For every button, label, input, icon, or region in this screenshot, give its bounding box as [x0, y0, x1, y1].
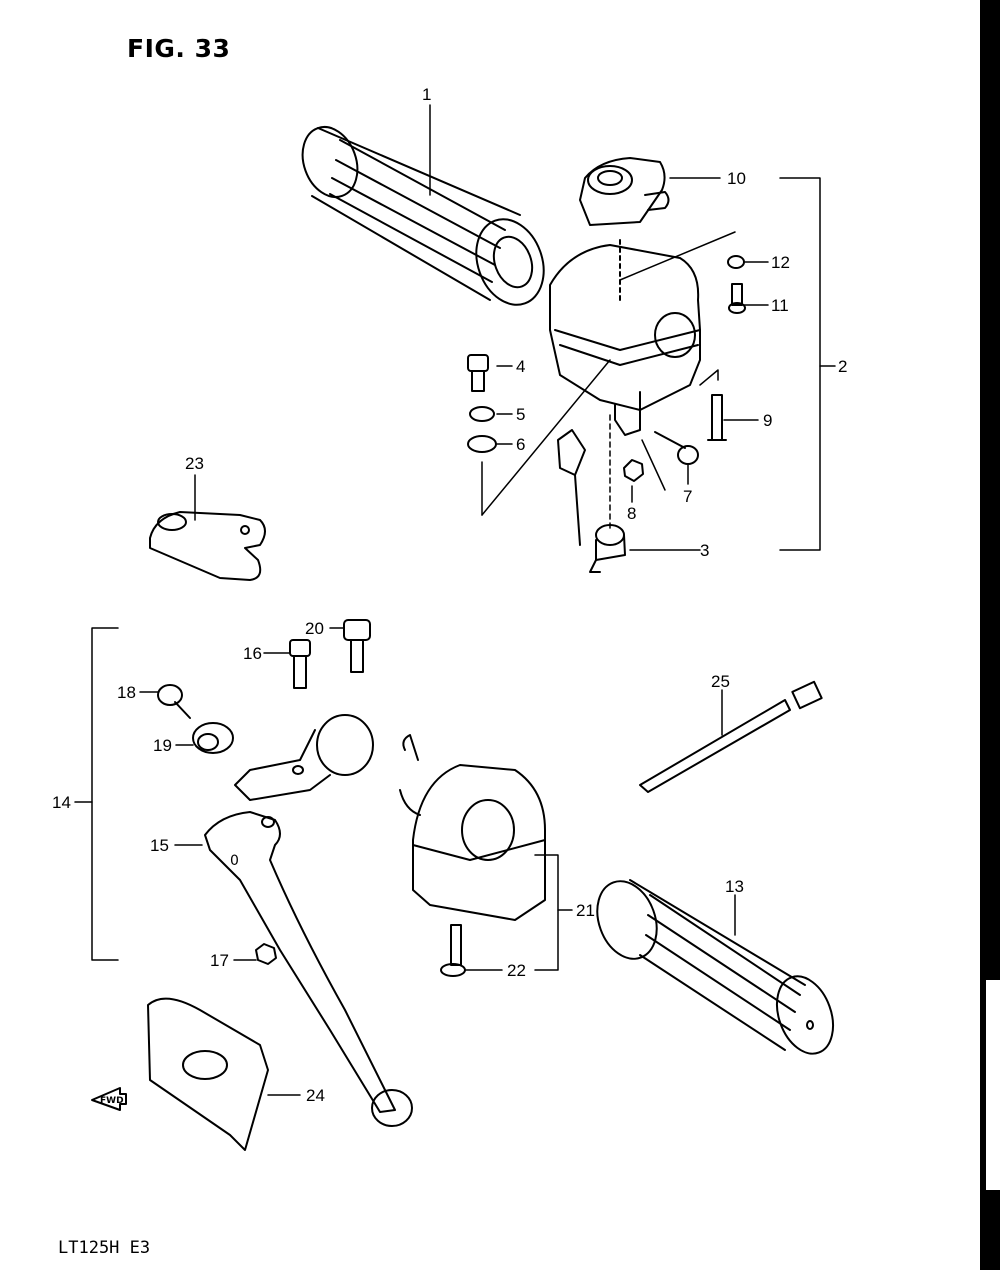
page-edge-rule	[980, 0, 1000, 1270]
page-edge-strip	[984, 980, 1000, 1190]
callout-11: 11	[771, 296, 789, 315]
callout-24: 24	[306, 1086, 325, 1105]
washer-5	[469, 406, 495, 422]
callout-4: 4	[516, 357, 525, 376]
switch-housing	[549, 239, 701, 573]
right-grip	[596, 879, 835, 1055]
callout-8: 8	[627, 504, 636, 523]
model-code: LT125H E3	[58, 1238, 151, 1258]
screw-22	[440, 924, 466, 977]
callout-22: 22	[507, 961, 526, 980]
callout-3: 3	[700, 541, 709, 560]
callout-17: 17	[210, 951, 229, 970]
cable-tie	[639, 680, 823, 793]
svg-text:0: 0	[230, 853, 239, 869]
screw-7	[654, 431, 699, 465]
callout-25: 25	[711, 672, 730, 691]
washer-6	[467, 435, 497, 453]
nut-8	[623, 459, 644, 482]
callout-labels: 1 2 3 4 5 6 7 8 9 10 11 12 13 14 15 16 1…	[52, 85, 847, 1105]
fwd-arrow-icon	[91, 1087, 127, 1111]
callout-12: 12	[771, 253, 790, 272]
callout-10: 10	[727, 169, 746, 188]
callout-19: 19	[153, 736, 172, 755]
callout-1: 1	[422, 85, 431, 104]
callout-9: 9	[763, 411, 772, 430]
callout-15: 15	[150, 836, 169, 855]
fwd-label: FWD	[100, 1096, 124, 1106]
figure-title: FIG. 33	[127, 34, 231, 63]
leader-lines	[74, 104, 836, 1096]
left-grip	[301, 126, 545, 306]
callout-18: 18	[117, 683, 136, 702]
choke-lever-knob	[579, 157, 670, 226]
brake-lever-assembly: 0	[157, 619, 413, 1127]
callout-13: 13	[725, 877, 744, 896]
callout-14: 14	[52, 793, 71, 812]
washer-12	[727, 255, 745, 269]
callout-5: 5	[516, 405, 525, 424]
screw-4	[467, 354, 489, 392]
left-switch-housing	[399, 734, 546, 921]
bracket-23	[149, 511, 266, 581]
callout-2: 2	[838, 357, 847, 376]
callout-16: 16	[243, 644, 262, 663]
callout-7: 7	[683, 487, 692, 506]
screw-9	[707, 394, 727, 441]
lever-cover	[147, 997, 269, 1151]
callout-20: 20	[305, 619, 324, 638]
screw-11	[728, 283, 746, 314]
callout-23: 23	[185, 454, 204, 473]
callout-6: 6	[516, 435, 525, 454]
callout-21: 21	[576, 901, 595, 920]
